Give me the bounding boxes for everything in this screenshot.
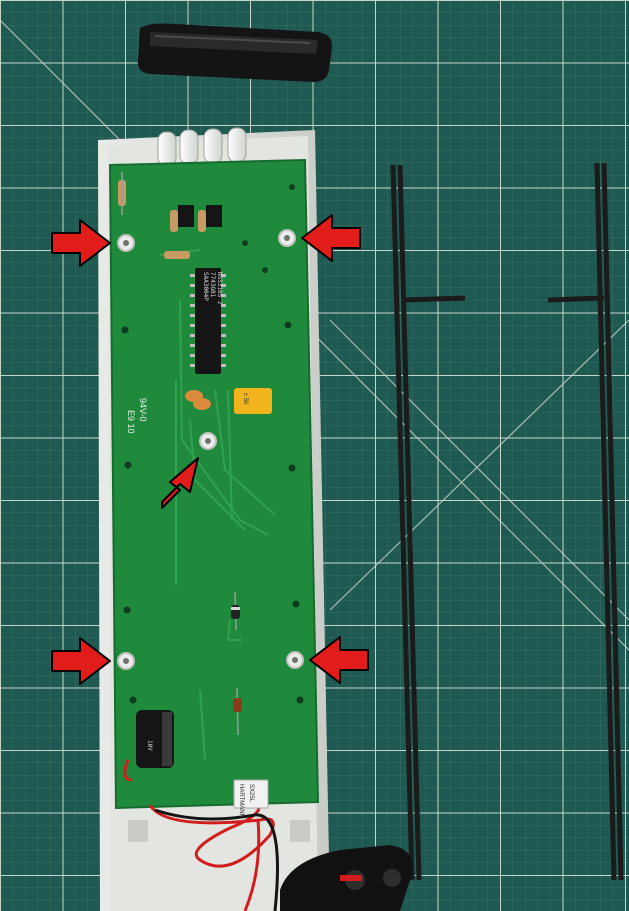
arrow-bottom-left	[51, 637, 111, 685]
arrow-top-right	[301, 214, 361, 262]
arrow-center	[161, 457, 199, 509]
chip-marking-2: 7743G01	[209, 272, 216, 298]
annotation-arrows	[51, 214, 369, 685]
tantalum-marking: c 50	[242, 393, 248, 405]
diodes	[231, 591, 242, 736]
wire-frame-left	[390, 164, 466, 881]
resistor-top	[118, 172, 126, 215]
board-code-1: E9 10	[126, 410, 136, 434]
board-codes: E9 10 94V-0	[126, 398, 148, 434]
electrolytic-capacitor: 10V	[136, 710, 174, 768]
chip-marking-1: SAA3004P	[202, 272, 209, 301]
arrow-top-left	[51, 219, 111, 267]
transistors	[170, 205, 222, 232]
ic-chip: SAA3004P 7743G01 NSS3105 2	[190, 268, 226, 374]
connector: HARTMANN SX25L	[233, 779, 269, 818]
arrow-bottom-right	[309, 636, 369, 684]
connector-label-2: SX25L	[248, 784, 254, 803]
battery-cover-piece	[137, 23, 333, 82]
battery-holder	[280, 845, 413, 911]
wire-frame-right	[547, 162, 624, 881]
chip-marking-3: NSS3105 2	[216, 272, 223, 305]
wires	[123, 759, 279, 911]
board-code-2: 94V-0	[138, 398, 148, 422]
capacitor-marking: 10V	[146, 740, 153, 751]
ceramic-capacitors	[185, 390, 211, 410]
resistor-horizontal	[164, 251, 190, 259]
connector-label-1: HARTMANN	[238, 784, 244, 818]
tantalum-capacitor: c 50	[234, 388, 272, 414]
